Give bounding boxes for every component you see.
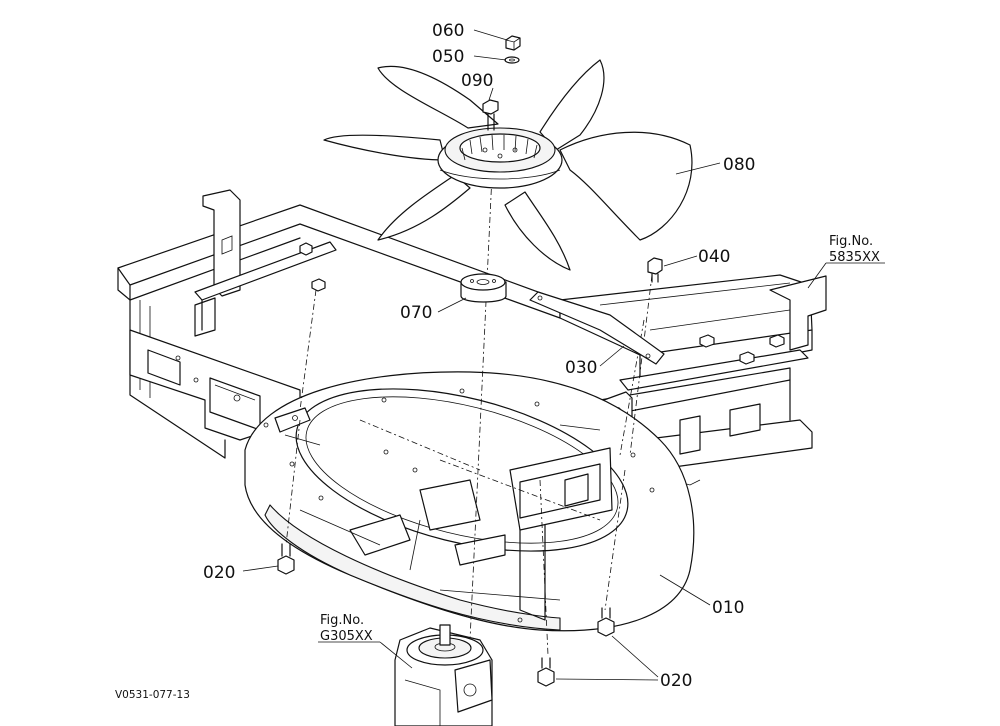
label-050: 050 <box>432 47 464 67</box>
part-050-washer <box>504 56 520 64</box>
label-090: 090 <box>461 71 493 91</box>
label-030: 030 <box>565 358 597 378</box>
fig-ref-right-title: Fig.No. <box>829 234 873 249</box>
part-040-bolt <box>647 257 663 283</box>
fig-ref-right-code: 5835XX <box>829 250 880 265</box>
part-070-spacer <box>460 273 507 303</box>
label-020-left: 020 <box>203 563 235 583</box>
part-090-bolt <box>482 99 499 131</box>
part-060-nut <box>505 35 521 51</box>
part-labels: 060 050 090 080 040 070 030 010 020 020 … <box>115 21 880 701</box>
label-020-right: 020 <box>660 671 692 691</box>
part-020-bolt-mid <box>597 607 615 637</box>
label-070: 070 <box>400 303 432 323</box>
label-010: 010 <box>712 598 744 618</box>
assembly-lines <box>285 174 653 656</box>
fig-ref-bottom-title: Fig.No. <box>320 613 364 628</box>
part-030-stay <box>529 291 665 365</box>
label-060: 060 <box>432 21 464 41</box>
drawing-code: V0531-077-13 <box>115 689 190 701</box>
fig-ref-bottom-code: G305XX <box>320 629 373 644</box>
fan-shroud <box>244 371 695 632</box>
part-020-bolt-low <box>537 657 555 687</box>
label-040: 040 <box>698 247 730 267</box>
leader-lines <box>242 29 885 681</box>
water-pump-assembly <box>394 624 493 726</box>
label-080: 080 <box>723 155 755 175</box>
cooling-fan-blade <box>323 59 693 271</box>
part-020-bolt-left <box>277 543 295 575</box>
